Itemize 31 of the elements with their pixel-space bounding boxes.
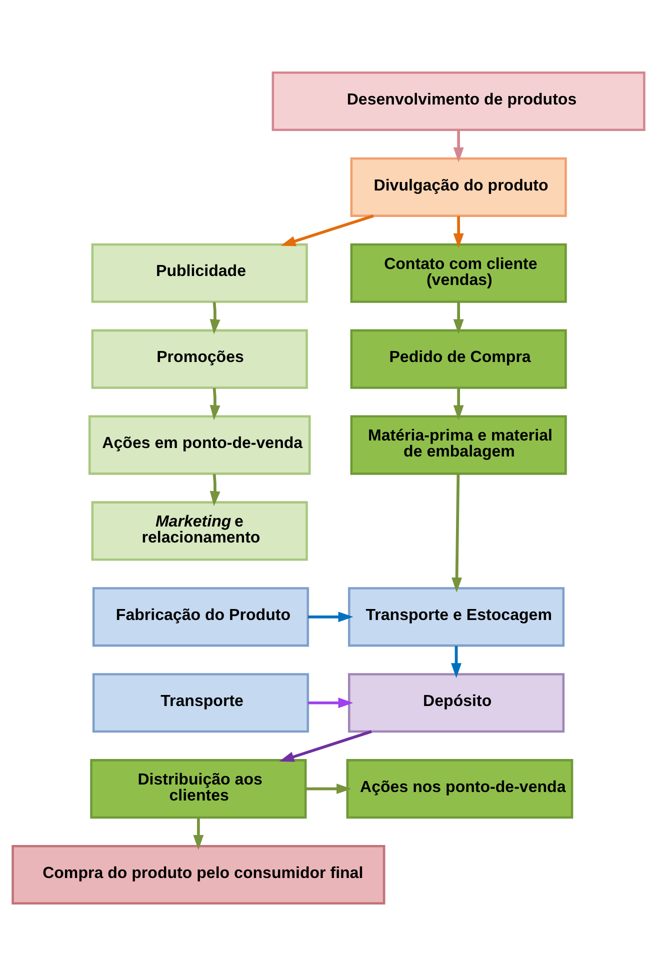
arrow xyxy=(453,388,464,420)
arrow xyxy=(453,302,464,334)
arrow xyxy=(306,784,352,794)
arrow xyxy=(453,130,464,162)
node-box: Transporte e Estocagem xyxy=(348,587,565,647)
arrow xyxy=(279,730,372,762)
node-box: Transporte xyxy=(92,673,310,733)
arrow xyxy=(210,302,220,334)
node-box: Fabricação do Produto xyxy=(92,587,310,647)
node-box: Divulgação do produto xyxy=(350,157,567,217)
arrow xyxy=(452,474,462,592)
arrow xyxy=(210,474,220,506)
arrow xyxy=(193,818,204,850)
node-box: Compra do produto pelo consumidor final xyxy=(12,844,386,905)
node-box: Matéria-prima e material de embalagem xyxy=(350,415,567,475)
arrow xyxy=(453,216,464,248)
node-box: Publicidade xyxy=(91,243,308,303)
arrow xyxy=(451,646,462,678)
node-box: Depósito xyxy=(348,673,565,733)
arrow xyxy=(308,612,354,622)
node-box: Distribuição aos clientes xyxy=(90,759,307,819)
arrow xyxy=(308,698,354,708)
arrow xyxy=(210,388,220,420)
node-box: Ações em ponto-de-venda xyxy=(88,415,311,475)
node-box: Desenvolvimento de produtos xyxy=(272,71,646,132)
node-box: Pedido de Compra xyxy=(350,329,567,389)
node-box: Contato com cliente (vendas) xyxy=(350,243,567,303)
node-box: Ações nos ponto-de-venda xyxy=(346,759,574,819)
node-box: Promoções xyxy=(91,329,308,389)
node-box: Marketing e relacionamento xyxy=(91,501,308,561)
arrow xyxy=(280,214,374,246)
